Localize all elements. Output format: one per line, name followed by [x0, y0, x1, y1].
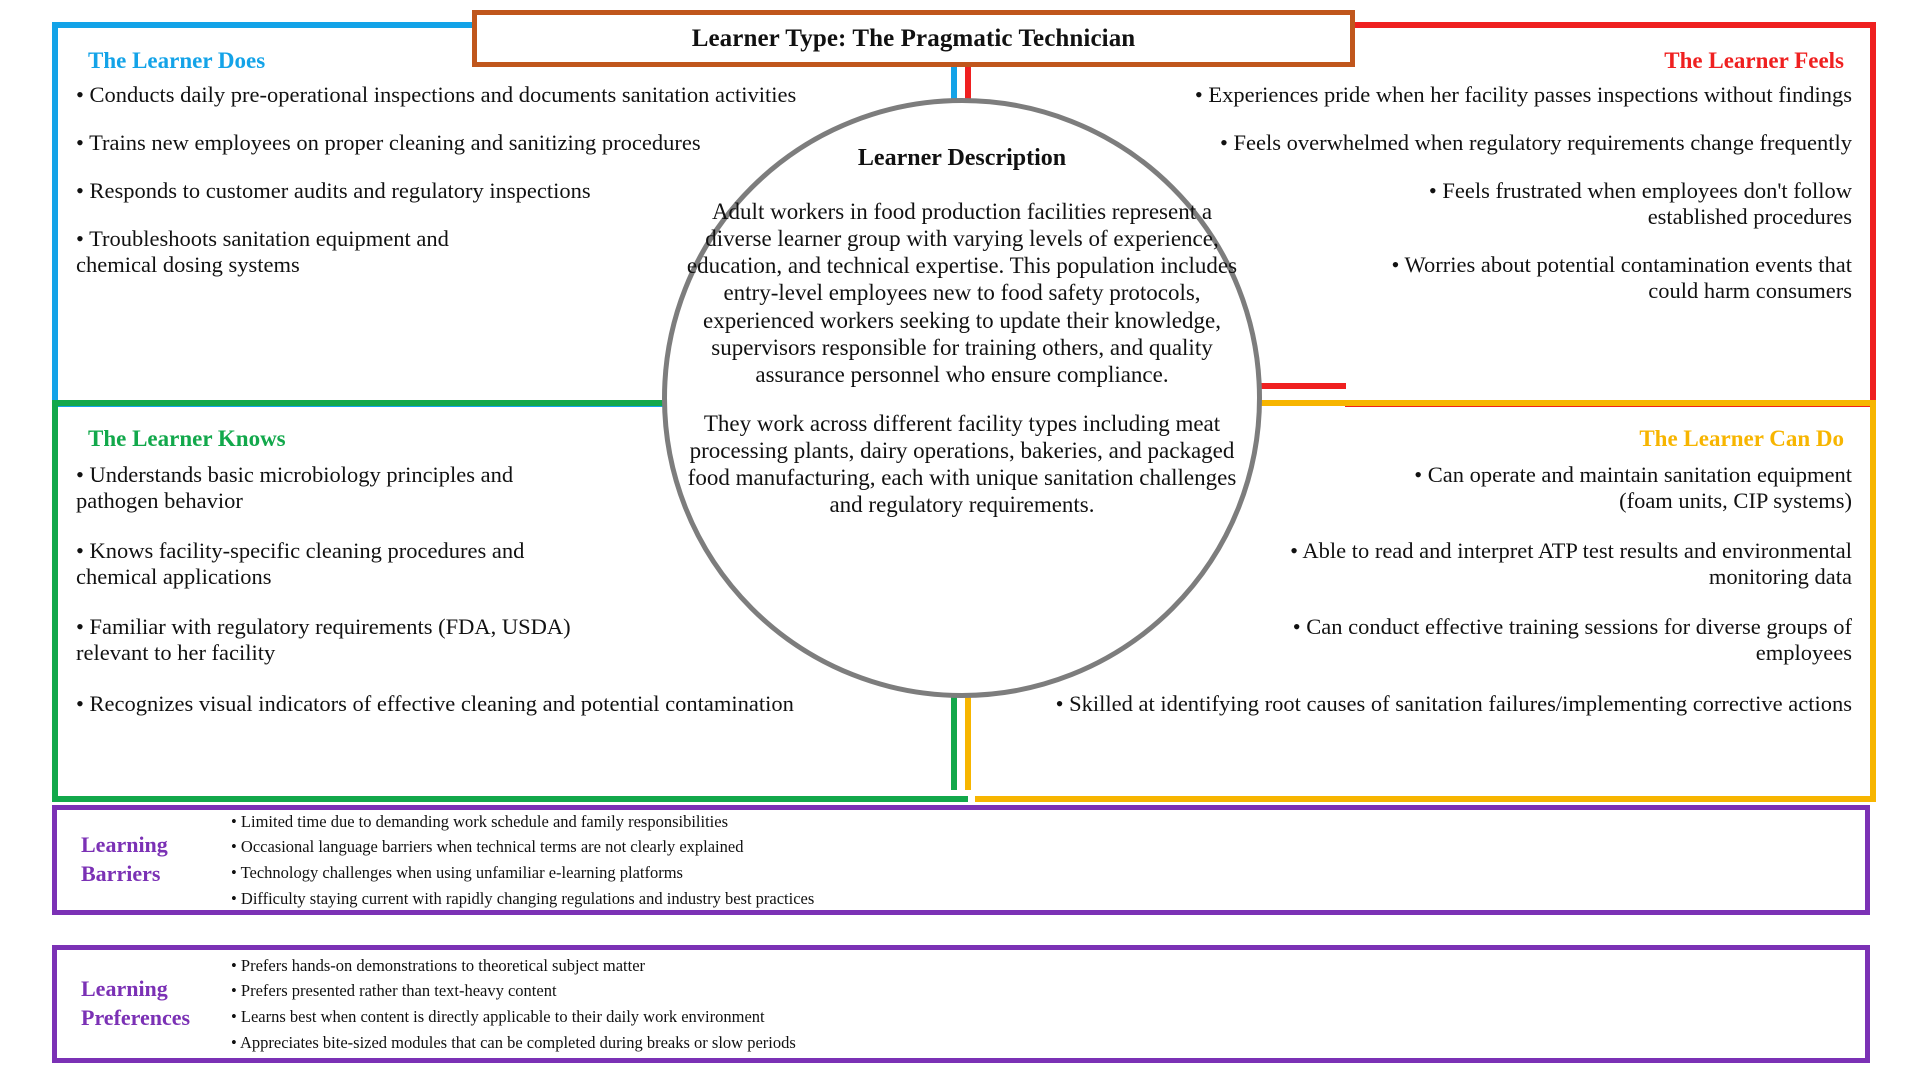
- connector-green-vertical: [951, 694, 957, 790]
- list-item: • Can conduct effective training session…: [1292, 614, 1852, 666]
- learning-barriers-list: • Limited time due to demanding work sch…: [231, 809, 814, 911]
- circle-paragraph: Adult workers in food production facilit…: [686, 199, 1238, 387]
- list-item: • Appreciates bite-sized modules that ca…: [231, 1032, 796, 1052]
- list-item: • Prefers presented rather than text-hea…: [231, 981, 557, 1001]
- panel-learning-preferences: Learning Preferences • Prefers hands-on …: [52, 945, 1870, 1063]
- panel-label-preferences: Learning Preferences: [81, 975, 231, 1032]
- learner-type-title-box: Learner Type: The Pragmatic Technician: [472, 10, 1355, 67]
- learner-description-circle: Learner Description Adult workers in foo…: [662, 98, 1262, 698]
- list-item: • Technology challenges when using unfam…: [231, 863, 683, 882]
- list-item: • Recognizes visual indicators of effect…: [76, 690, 794, 716]
- list-item: • Understands basic microbiology princip…: [76, 462, 514, 514]
- list-item: • Troubleshoots sanitation equipment and…: [76, 226, 449, 278]
- list-item: • Experiences pride when her facility pa…: [1194, 82, 1852, 107]
- list-item: • Feels overwhelmed when regulatory requ…: [1219, 130, 1852, 156]
- quadrant-learner-knows: The Learner Knows • Understands basic mi…: [52, 400, 968, 802]
- quadrant-learner-can-do: The Learner Can Do • Can operate and mai…: [975, 400, 1876, 802]
- list-item: • Difficulty staying current with rapidl…: [231, 888, 815, 908]
- learning-preferences-list: • Prefers hands-on demonstrations to the…: [231, 953, 796, 1055]
- panel-label-line: Barriers: [81, 861, 161, 886]
- learner-feels-list: • Experiences pride when her facility pa…: [1112, 82, 1852, 327]
- list-item: • Occasional language barriers when tech…: [231, 837, 744, 857]
- quadrant-learner-feels: The Learner Feels • Experiences pride wh…: [1195, 22, 1876, 407]
- list-item: • Can operate and maintain sanitation eq…: [1414, 462, 1852, 514]
- learner-knows-list: • Understands basic microbiology princip…: [76, 462, 936, 741]
- circle-body: Adult workers in food production facilit…: [667, 198, 1257, 518]
- panel-label-line: Preferences: [81, 1005, 191, 1030]
- learner-cando-list: • Can operate and maintain sanitation eq…: [992, 462, 1852, 741]
- quadrant-heading-cando: The Learner Can Do: [1639, 426, 1844, 451]
- list-item: • Conducts daily pre-operational inspect…: [76, 82, 797, 107]
- list-item: • Familiar with regulatory requirements …: [76, 614, 571, 666]
- list-item: • Limited time due to demanding work sch…: [231, 811, 729, 831]
- connector-red-title-link: [1341, 22, 1870, 28]
- list-item: • Worries about potential contamination …: [1391, 252, 1852, 304]
- list-item: • Skilled at identifying root causes of …: [1055, 690, 1852, 716]
- panel-label-line: Learning: [81, 976, 168, 1002]
- connector-blue-vertical: [951, 57, 957, 102]
- list-item: • Learns best when content is directly a…: [231, 1007, 765, 1026]
- learner-does-list: • Conducts daily pre-operational inspect…: [76, 82, 936, 300]
- circle-paragraph: They work across different facility type…: [687, 410, 1237, 518]
- list-item: • Feels frustrated when employees don't …: [1428, 178, 1852, 230]
- list-item: • Trains new employees on proper cleanin…: [76, 130, 701, 156]
- connector-blue-title-link: [52, 22, 476, 28]
- list-item: • Responds to customer audits and regula…: [76, 178, 591, 204]
- connector-yellow-vertical: [965, 694, 971, 790]
- page-title: Learner Type: The Pragmatic Technician: [691, 24, 1136, 52]
- panel-learning-barriers: Learning Barriers • Limited time due to …: [52, 805, 1870, 915]
- circle-heading: Learner Description: [857, 145, 1067, 171]
- list-item: • Knows facility-specific cleaning proce…: [76, 538, 525, 590]
- quadrant-heading-does: The Learner Does: [88, 48, 266, 73]
- list-item: • Able to read and interpret ATP test re…: [1290, 538, 1852, 590]
- panel-label-barriers: Learning Barriers: [81, 831, 231, 888]
- connector-red-vertical: [965, 57, 971, 102]
- quadrant-heading-feels: The Learner Feels: [1664, 48, 1844, 73]
- panel-label-line: Learning: [81, 832, 168, 858]
- quadrant-heading-knows: The Learner Knows: [88, 426, 286, 451]
- list-item: • Prefers hands-on demonstrations to the…: [231, 955, 646, 975]
